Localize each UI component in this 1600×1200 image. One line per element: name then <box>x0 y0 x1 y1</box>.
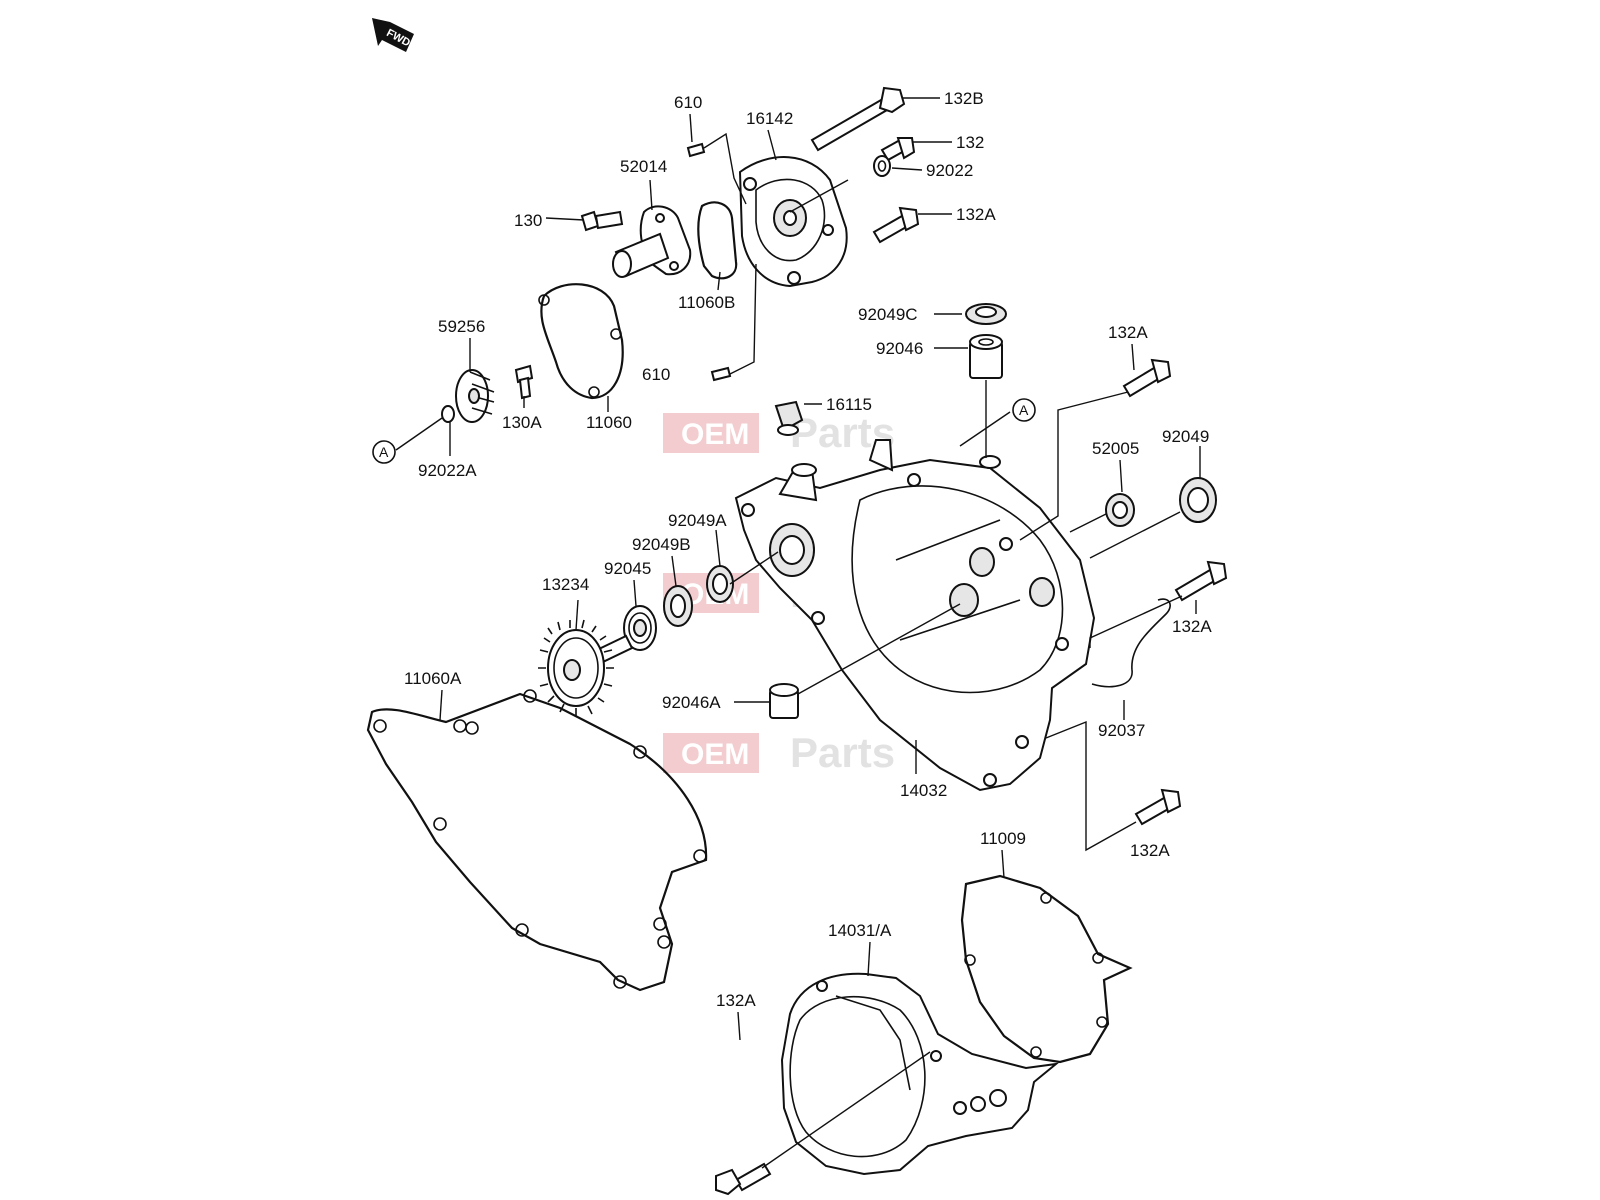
gasket-11060B-icon <box>697 201 738 280</box>
label-92046A: 92046A <box>662 693 721 712</box>
bushing-92046-icon <box>969 334 1003 379</box>
label-92049B: 92049B <box>632 535 691 554</box>
bushing-92046A-icon <box>769 683 799 719</box>
watermark-right-3: Parts <box>790 729 895 776</box>
label-92045: 92045 <box>604 559 651 578</box>
label-11009: 11009 <box>980 829 1026 848</box>
label-16142: 16142 <box>746 109 793 128</box>
label-610-bottom: 610 <box>642 365 670 384</box>
bolt-132A-right-1-icon <box>1122 358 1172 398</box>
bolt-132A-top-icon <box>872 206 920 244</box>
label-132A-top: 132A <box>956 205 996 224</box>
washer-92022-icon <box>873 155 891 177</box>
watermark-left: OEM <box>681 418 749 451</box>
callout-a-left: A <box>372 440 396 464</box>
gasket-11060A-icon <box>366 692 708 992</box>
label-92046: 92046 <box>876 339 923 358</box>
label-130A: 130A <box>502 413 542 432</box>
pump-cover-16142-icon <box>738 156 848 288</box>
bolt-130-icon <box>580 210 624 232</box>
dowel-pin-610-bottom-icon <box>710 366 732 382</box>
label-92037: 92037 <box>1098 721 1145 740</box>
drain-plug-16115-icon <box>774 400 804 436</box>
callout-a-right: A <box>1012 398 1036 422</box>
label-11060: 11060 <box>586 413 632 432</box>
bolt-132A-right-2-icon <box>1174 560 1228 602</box>
label-16115: 16115 <box>826 395 872 414</box>
pipe-52014-icon <box>612 205 692 278</box>
bolt-130A-icon <box>514 364 534 400</box>
part-labels: 132B 132 92022 132A 610 16142 52014 130 … <box>404 89 1212 1010</box>
gear-shaft-13234-icon <box>538 619 634 716</box>
label-92022A: 92022A <box>418 461 477 480</box>
ignition-cover-14031A-icon <box>780 972 1060 1176</box>
callout-a-right-text: A <box>1019 402 1029 418</box>
label-92022: 92022 <box>926 161 973 180</box>
fwd-arrow-icon: FWD <box>372 18 414 52</box>
label-14031A: 14031/A <box>828 921 892 940</box>
watermark-left-3: OEM <box>681 738 749 771</box>
callout-a-left-text: A <box>379 444 389 460</box>
label-13234: 13234 <box>542 575 589 594</box>
label-130: 130 <box>514 211 542 230</box>
label-59256: 59256 <box>438 317 485 336</box>
gasket-11009-icon <box>960 874 1133 1064</box>
label-132A-right-1: 132A <box>1108 323 1148 342</box>
label-132A-bottom: 132A <box>716 991 756 1010</box>
bearing-92045-icon <box>623 605 657 651</box>
label-132: 132 <box>956 133 984 152</box>
bolt-132A-bottom-icon <box>715 1162 772 1196</box>
washer-92022A-icon <box>441 405 455 423</box>
label-132A-right-2: 132A <box>1172 617 1212 636</box>
clutch-cover-14032-icon <box>734 439 1096 792</box>
gasket-11060-icon <box>540 283 624 400</box>
label-11060B: 11060B <box>678 293 735 312</box>
leader-lines <box>395 97 1201 1169</box>
bolt-132A-right-3-icon <box>1134 788 1182 826</box>
label-52005: 52005 <box>1092 439 1139 458</box>
label-92049: 92049 <box>1162 427 1209 446</box>
dowel-pin-610-top-icon <box>686 142 706 158</box>
label-11060A: 11060A <box>404 669 462 688</box>
label-52014: 52014 <box>620 157 667 176</box>
label-92049C: 92049C <box>858 305 918 324</box>
label-132A-right-3: 132A <box>1130 841 1170 860</box>
label-14032: 14032 <box>900 781 947 800</box>
label-610-top: 610 <box>674 93 702 112</box>
impeller-59256-icon <box>455 369 495 423</box>
label-132B: 132B <box>944 89 984 108</box>
label-92049A: 92049A <box>668 511 727 530</box>
bolt-132B-icon <box>810 86 906 152</box>
spring-clip-92037-icon <box>1091 598 1171 688</box>
